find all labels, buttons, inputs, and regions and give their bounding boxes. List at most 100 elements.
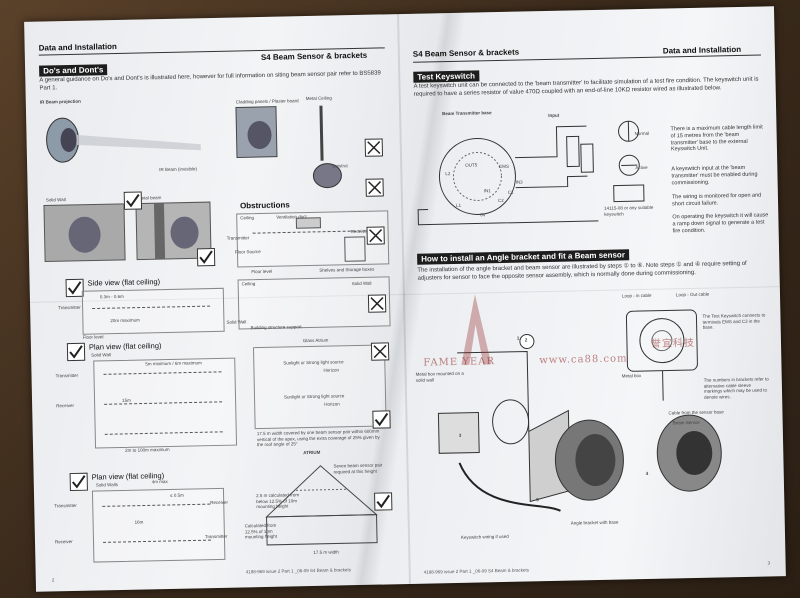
check-icon: [66, 342, 86, 362]
building-support-label: Building structure support: [250, 324, 302, 331]
watermark-url: www.ca88.com: [539, 353, 628, 367]
keyswitch-note-3: The wiring is monitored for open and sho…: [671, 192, 762, 208]
left-page-number: 2: [51, 577, 55, 583]
wiring-diagram: [417, 125, 599, 226]
floor-level-label: Floor level: [251, 268, 273, 275]
dos-donts-heading: Do's and Dont's: [39, 64, 108, 77]
right-footer: 4188-969 issue 2 Part 1 _06-09 S4 Beam &…: [423, 567, 530, 575]
plan1-receiver: Receiver: [56, 402, 74, 409]
plan1-transmitter: Transmitter: [55, 372, 79, 379]
cross-icon: [370, 342, 390, 361]
angle-bracket-para: The installation of the angle bracket an…: [417, 260, 747, 282]
bracket-assembly-drawing: [437, 333, 722, 512]
keyswitch-note-2: A keyswitch input at the 'beam transmitt…: [671, 164, 758, 186]
normal-label: Normal: [634, 130, 650, 137]
loop-out-label: Loop - Out cable: [675, 291, 710, 298]
base-label: Beam Transmitter base: [442, 110, 492, 117]
keyswitch-wiring-label: Keyswitch wiring if used: [460, 533, 509, 540]
check-icon: [374, 492, 393, 511]
right-header: Data and Installation: [662, 44, 742, 56]
loop-in-label: Loop - in cable: [621, 292, 652, 299]
width-label: 17.5 m width: [313, 549, 339, 555]
plan-view-1-title: Plan view (flat ceiling): [88, 341, 162, 352]
terminal-out5: OUT5: [465, 162, 478, 168]
solid-wall-label: Solid Wall: [45, 197, 66, 203]
cross-icon: [367, 294, 387, 313]
side-view-transmitter: Transmitter: [58, 304, 81, 311]
horizon-label-2: Horizon: [324, 401, 340, 407]
check-icon: [69, 472, 88, 492]
glass-atrium-label: Glass Atrium: [302, 337, 329, 344]
plan1-dim3: 2m to 100m maximum: [125, 446, 170, 453]
cross-icon: [365, 178, 384, 197]
atrium-label: ATRIUM: [303, 449, 321, 456]
angle-base-label: Angle bracket with base: [570, 519, 619, 526]
calc-height-label: 2.5 m calculated from below 12.5% of 10m…: [256, 492, 300, 510]
step-6: 6: [577, 448, 580, 454]
step-3: 3: [458, 432, 462, 438]
plan2-dim1: 4m max: [151, 479, 168, 485]
obstruction-lines: [252, 217, 367, 262]
step-4: 4: [645, 470, 649, 476]
seven-beam-label: Seven beam sensor pair required at this …: [333, 462, 383, 475]
wall-mount-photos: [43, 201, 212, 263]
atrium-roof-drawing: [265, 465, 378, 546]
step-5: 5: [536, 497, 539, 503]
left-header: Data and Installation: [38, 41, 117, 53]
metal-box-diagram: [625, 309, 698, 401]
solid-wall-label-2: Solid Wall: [351, 280, 372, 287]
right-page-number: 3: [767, 560, 771, 566]
keyswitch-part: 14115-08 or any suitable keyswitch: [604, 204, 654, 217]
plan1-solid-wall: Solid Wall: [91, 352, 111, 358]
cladding-label: Cladding panels / Plaster board: [235, 98, 299, 105]
ir-beam-label: IR Beam (invisible): [159, 166, 198, 173]
terminal-l1: L1: [455, 202, 462, 208]
atrium-diagram: [252, 344, 387, 430]
width-note: 17.5 m width covered by one beam sensor …: [256, 428, 380, 448]
terminal-ems: EMS: [499, 163, 510, 169]
terminal-c1: C1: [507, 189, 514, 195]
right-page: S4 Beam Sensor & brackets Data and Insta…: [400, 6, 786, 584]
plan2-transmitter: Transmitter: [54, 502, 77, 509]
beam-sensor-label: Beam Sensor: [672, 419, 700, 426]
plan-view-1-beams: [103, 371, 225, 435]
terminal-in3: IN3: [515, 179, 523, 185]
keyswitch-note-4: On operating the keyswitch it will cause…: [672, 212, 769, 234]
step-2: 2: [524, 337, 528, 343]
terminal-in1: IN1: [483, 188, 491, 194]
beam-projection-drawing: [46, 117, 201, 163]
terminal-c2: C2: [497, 197, 504, 204]
test-keyswitch-heading: Test Keyswitch: [413, 70, 480, 83]
keyswitch-note-1: There is a maximum cable length limit of…: [670, 124, 763, 153]
watermark-brand: FAME YEAR: [423, 356, 496, 369]
check-icon: [372, 410, 391, 429]
metal-ceiling-label: Metal Ceiling: [305, 95, 332, 102]
right-title: S4 Beam Sensor & brackets: [412, 47, 520, 59]
angle-bracket-heading: How to install an Angle bracket and fit …: [417, 249, 629, 265]
shelves-label: Shelves and Storage boxes: [319, 266, 375, 273]
plan2-receiver: Receiver: [54, 539, 73, 545]
side-view-title: Side view (flat ceiling): [87, 277, 161, 288]
plan-view-2-beams: [102, 503, 214, 543]
unistrut-label: Unistrut: [332, 163, 348, 169]
side-view-floor: Floor level: [82, 334, 104, 340]
watermark-chinese: 誉宜科技: [650, 337, 696, 350]
terminal-l2: L2: [445, 171, 451, 177]
side-view-beam: [92, 305, 213, 310]
check-icon: [65, 278, 84, 298]
watermark-logo-icon: [461, 294, 492, 365]
plan2-solid-walls: Solid Walls: [95, 482, 118, 488]
terminal-0v: 0V: [480, 212, 486, 218]
cross-icon: [366, 226, 385, 245]
side-view-wall: Solid Wall: [226, 319, 247, 325]
ceiling-label-2: Ceiling: [241, 281, 256, 287]
check-icon: [123, 191, 143, 210]
cross-icon: [364, 138, 384, 157]
manual-sheet: Data and Installation S4 Beam Sensor & b…: [24, 6, 786, 592]
keyswitch-icon: [613, 120, 645, 203]
left-page: Data and Installation S4 Beam Sensor & b…: [24, 14, 408, 592]
active-label: Active: [635, 164, 648, 171]
horizon-label: Horizon: [323, 367, 340, 373]
obstructions-heading: Obstructions: [239, 200, 290, 211]
